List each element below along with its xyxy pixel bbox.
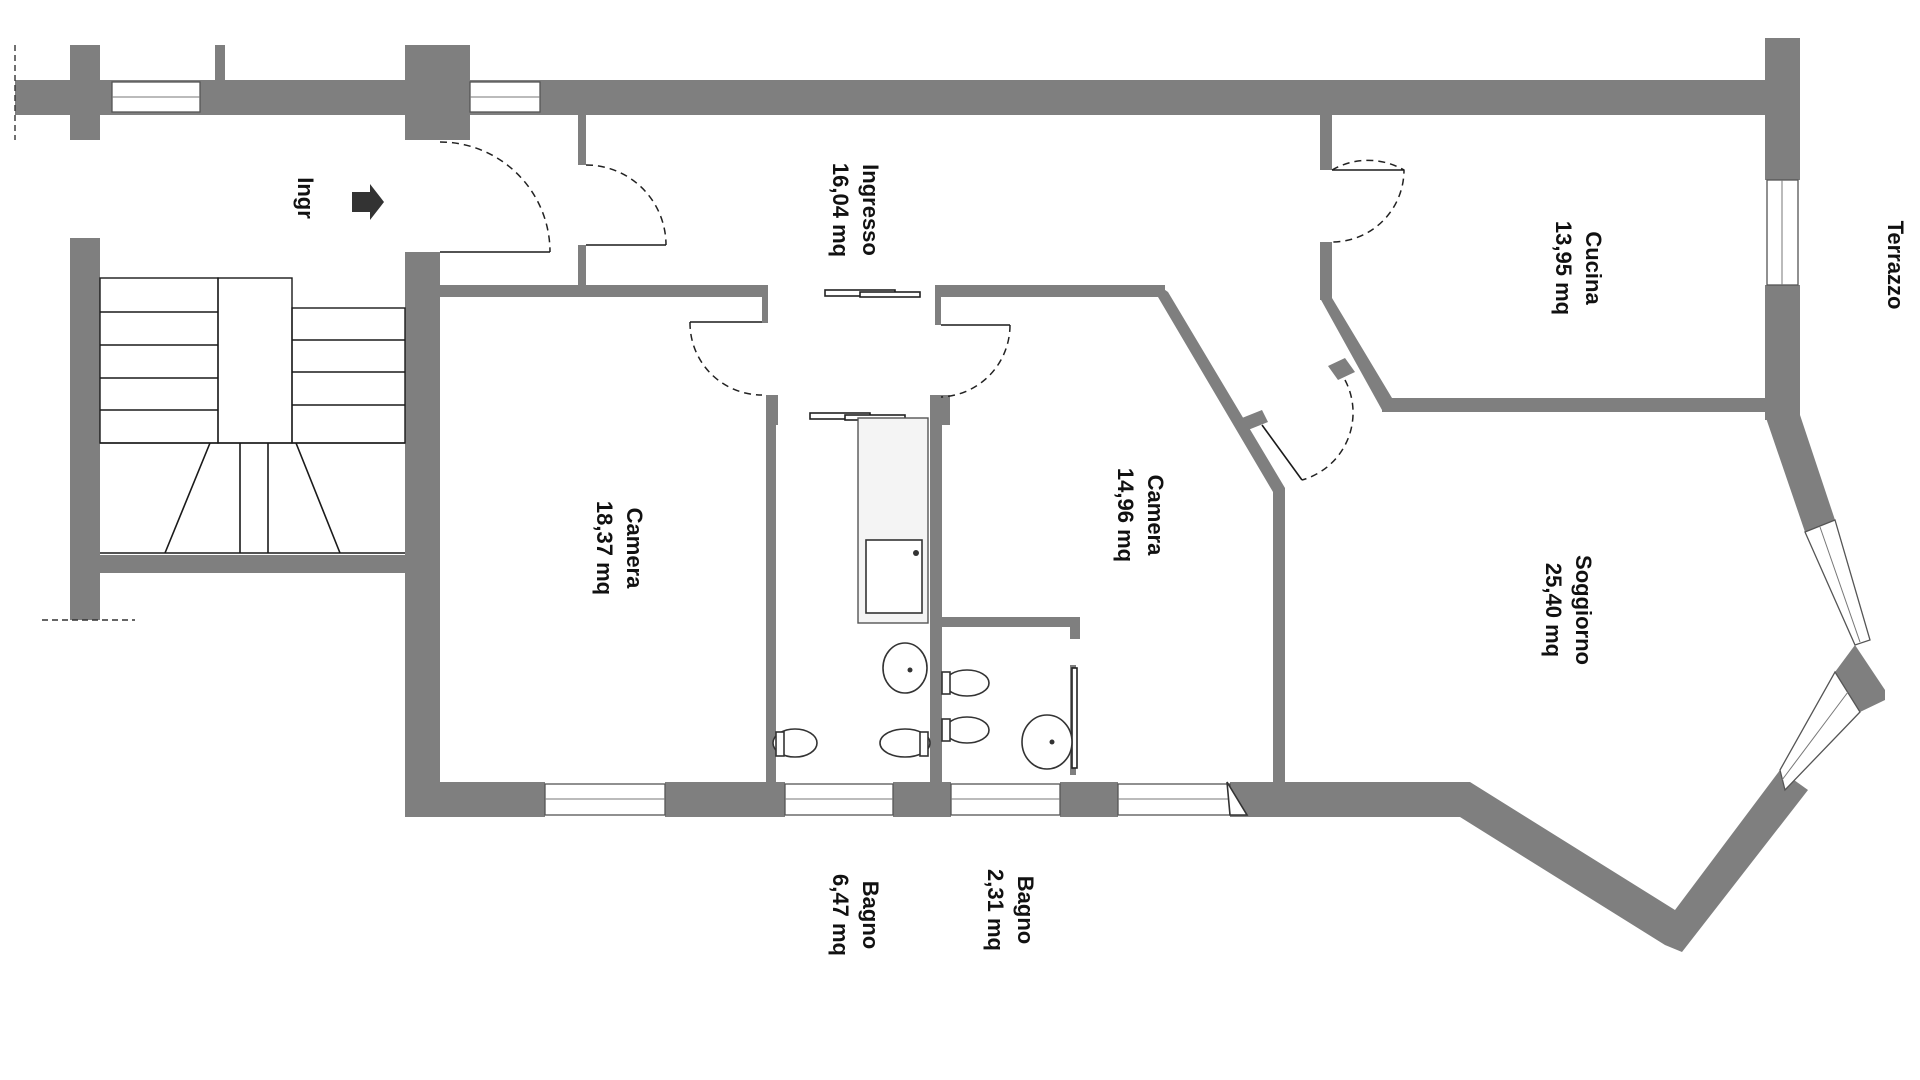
room-area: 18,37 mq [592, 501, 617, 595]
room-area: 6,47 mq [828, 874, 853, 956]
room-label-soggiorno: Soggiorno 25,40 mq [1541, 555, 1596, 665]
windows [111, 81, 1871, 816]
room-name: Camera [1143, 475, 1168, 556]
walls [15, 38, 1885, 952]
room-label-camera-2: Camera 14,96 mq [1113, 468, 1168, 562]
room-name: Soggiorno [1571, 555, 1596, 665]
terrazzo-label: Terrazzo [1883, 221, 1908, 310]
room-area: 14,96 mq [1113, 468, 1138, 562]
room-area: 2,31 mq [983, 869, 1008, 951]
room-label-camera-1: Camera 18,37 mq [592, 501, 647, 595]
entrance-arrow-icon [352, 184, 384, 220]
room-name: Bagno [858, 881, 883, 949]
room-label-cucina: Cucina 13,95 mq [1551, 221, 1606, 315]
room-name: Cucina [1581, 231, 1606, 305]
label-terrazzo: Terrazzo [1883, 221, 1908, 310]
entrance-label: Ingr [293, 177, 318, 219]
interior-walls [440, 115, 1767, 782]
room-area: 25,40 mq [1541, 563, 1566, 657]
room-name: Ingresso [858, 164, 883, 256]
room-area: 16,04 mq [828, 163, 853, 257]
bathroom-fixtures [772, 417, 1073, 770]
room-name: Bagno [1013, 876, 1038, 944]
room-label-bagno-2: Bagno 2,31 mq [983, 869, 1038, 951]
room-label-ingresso: Ingresso 16,04 mq [828, 163, 883, 257]
staircase [14, 45, 406, 621]
room-label-bagno-1: Bagno 6,47 mq [828, 874, 883, 956]
room-name: Camera [622, 508, 647, 589]
label-ingr: Ingr [293, 177, 318, 219]
room-area: 13,95 mq [1551, 221, 1576, 315]
